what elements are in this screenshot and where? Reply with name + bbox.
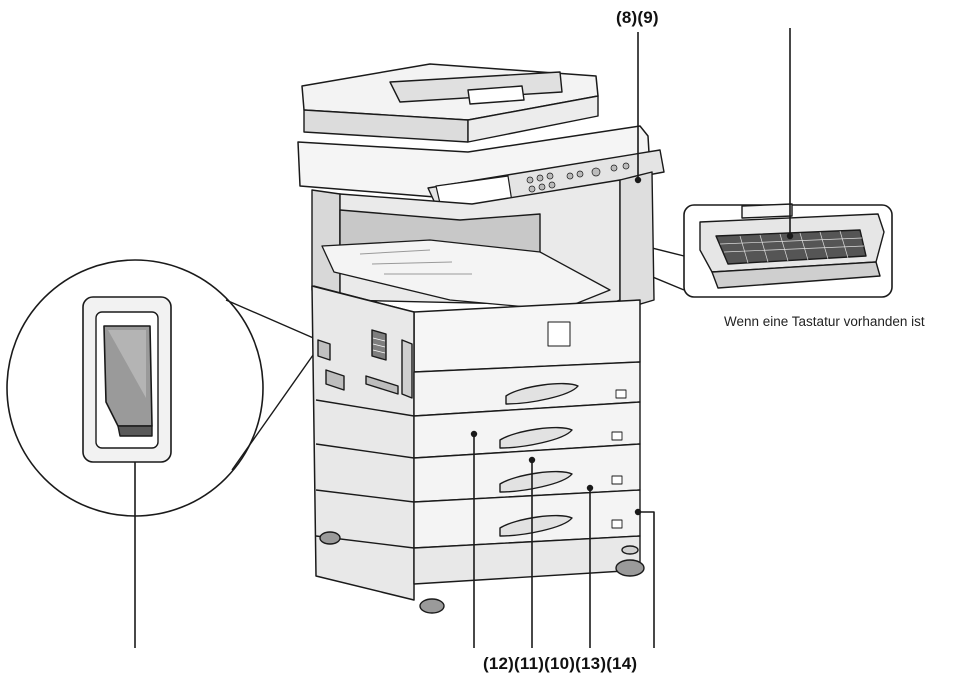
keyboard-inset — [519, 203, 893, 298]
casters — [319, 531, 645, 614]
keyboard-caption: Wenn eine Tastatur vorhanden ist — [724, 314, 925, 329]
callout-top-label: (8)(9) — [616, 8, 659, 27]
printer-body — [297, 63, 665, 614]
paper-trays — [315, 361, 641, 585]
callout-bottom-label: (12)(11)(10)(13)(14) — [483, 654, 638, 673]
power-switch-inset — [6, 259, 319, 517]
callout-lines — [134, 28, 794, 648]
